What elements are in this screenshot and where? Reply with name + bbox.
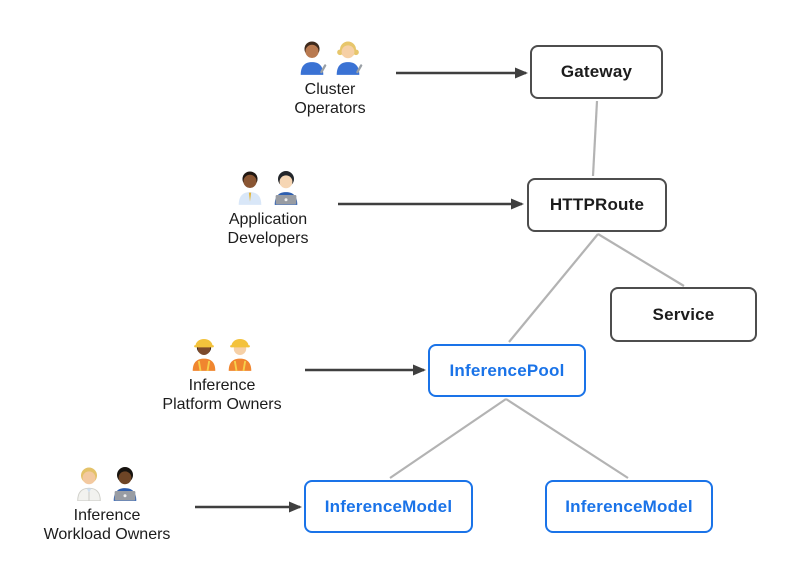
persona-inference-platform-owners: Inference Platform Owners (127, 333, 317, 414)
edge-pool-model-right (505, 398, 629, 479)
inference-workload-owners-icons (73, 463, 141, 501)
node-gateway: Gateway (530, 45, 663, 99)
inference-workload-owners-label: Inference Workload Owners (43, 507, 171, 543)
edge-httproute-pool (508, 233, 599, 343)
man-technologist-icon (113, 467, 137, 501)
woman-scientist-icon (77, 467, 101, 501)
edge-pool-model-left (389, 398, 507, 479)
persona-cluster-operators: Cluster Operators (235, 37, 425, 118)
cluster-operators-icons (296, 37, 364, 75)
node-inference-pool: InferencePool (428, 344, 586, 397)
inference-platform-owners-icons (188, 333, 256, 371)
edge-httproute-service (597, 233, 685, 287)
edge-gateway-httproute (591, 100, 599, 177)
application-developers-icons (234, 167, 302, 205)
persona-application-developers: Application Developers (173, 167, 363, 248)
woman-construction-worker-icon (192, 338, 216, 371)
node-httproute: HTTPRoute (527, 178, 667, 232)
node-gateway-label: Gateway (560, 62, 633, 81)
node-service: Service (610, 287, 757, 342)
node-inference-model-left: InferenceModel (304, 480, 473, 533)
man-mechanic-icon (300, 41, 327, 75)
node-httproute-label: HTTPRoute (549, 195, 645, 214)
inference-platform-owners-label: Inference Platform Owners (162, 377, 282, 413)
cluster-operators-label: Cluster Operators (294, 81, 366, 117)
woman-technologist-icon (274, 171, 298, 205)
node-inference-model-right: InferenceModel (545, 480, 713, 533)
node-inference-model-right-label: InferenceModel (565, 496, 693, 516)
persona-inference-workload-owners: Inference Workload Owners (12, 463, 202, 544)
woman-mechanic-icon (336, 41, 363, 75)
node-inference-model-left-label: InferenceModel (324, 496, 453, 516)
node-inference-pool-label: InferencePool (449, 360, 565, 380)
man-office-worker-icon (238, 171, 262, 205)
node-service-label: Service (652, 304, 715, 324)
man-construction-worker-icon (228, 338, 252, 371)
application-developers-label: Application Developers (227, 211, 309, 247)
